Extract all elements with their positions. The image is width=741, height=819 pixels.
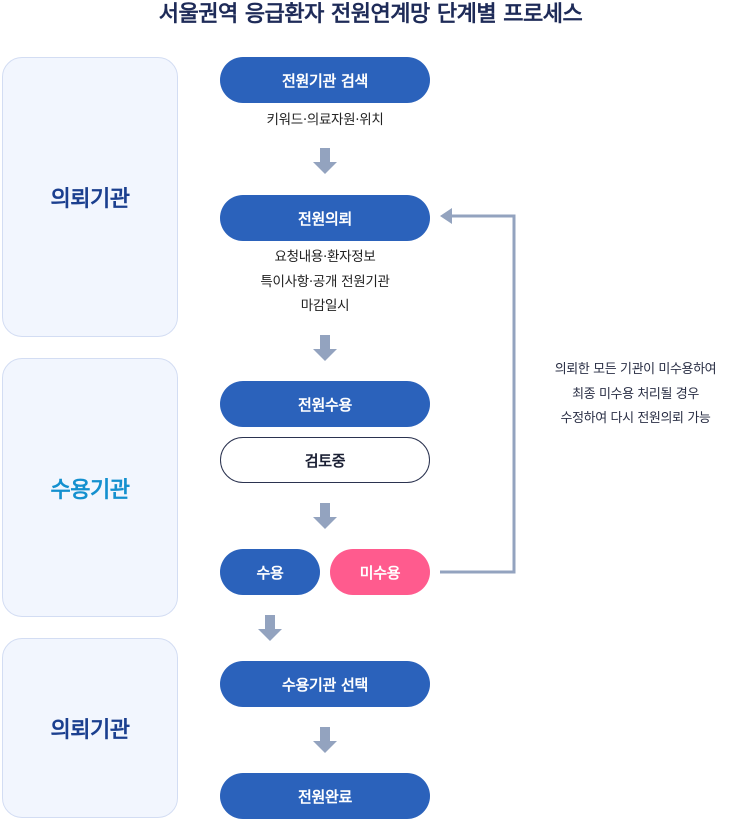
- actor-label: 의뢰기관: [50, 187, 130, 212]
- status-label: 검토중: [304, 451, 346, 470]
- status-reviewing: 검토중: [220, 437, 430, 483]
- step-complete: 전원완료: [220, 773, 430, 819]
- actor-requesting-institution: 의뢰기관: [2, 57, 178, 337]
- step-request-desc: 요청내용·환자정보 특이사항·공개 전원기관 마감일시: [220, 245, 430, 319]
- note-line: 의뢰한 모든 기관이 미수용하여: [554, 362, 717, 377]
- page-title: 서울권역 응급환자 전원연계망 단계별 프로세스: [158, 2, 583, 27]
- note-line: 최종 미수용 처리될 경우: [572, 386, 699, 402]
- note-line: 수정하여 다시 전원의뢰 가능: [560, 411, 711, 426]
- outcome-label: 미수용: [359, 563, 401, 582]
- step-accept: 전원수용: [220, 381, 430, 427]
- actor-label: 의뢰기관: [50, 718, 130, 743]
- left-arrow-icon: [440, 208, 452, 224]
- step-label: 전원기관 검색: [282, 71, 368, 90]
- step-request: 전원의뢰: [220, 195, 430, 241]
- down-arrow-icon: [313, 335, 337, 361]
- actor-accepting-institution: 수용기관: [2, 358, 178, 617]
- desc-line: 마감일시: [300, 298, 350, 314]
- feedback-note: 의뢰한 모든 기관이 미수용하여 최종 미수용 처리될 경우 수정하여 다시 전…: [530, 358, 741, 432]
- step-select-institution: 수용기관 선택: [220, 661, 430, 707]
- down-arrow-icon: [258, 615, 282, 641]
- step-label: 수용기관 선택: [282, 675, 368, 694]
- desc-line: 요청내용·환자정보: [274, 249, 376, 265]
- step-label: 전원의뢰: [297, 209, 352, 228]
- step-search: 전원기관 검색: [220, 57, 430, 103]
- down-arrow-icon: [313, 503, 337, 529]
- step-label: 전원수용: [297, 395, 352, 414]
- outcome-label: 수용: [256, 563, 284, 582]
- step-label: 전원완료: [297, 787, 352, 806]
- outcome-rejected: 미수용: [330, 549, 430, 595]
- actor-label: 수용기관: [50, 477, 130, 503]
- desc-line: 특이사항·공개 전원기관: [260, 273, 390, 290]
- down-arrow-icon: [313, 727, 337, 753]
- actor-requesting-institution-final: 의뢰기관: [2, 638, 178, 818]
- step-search-desc: 키워드·의료자원·위치: [266, 112, 384, 128]
- down-arrow-icon: [313, 148, 337, 174]
- outcome-accepted: 수용: [220, 549, 320, 595]
